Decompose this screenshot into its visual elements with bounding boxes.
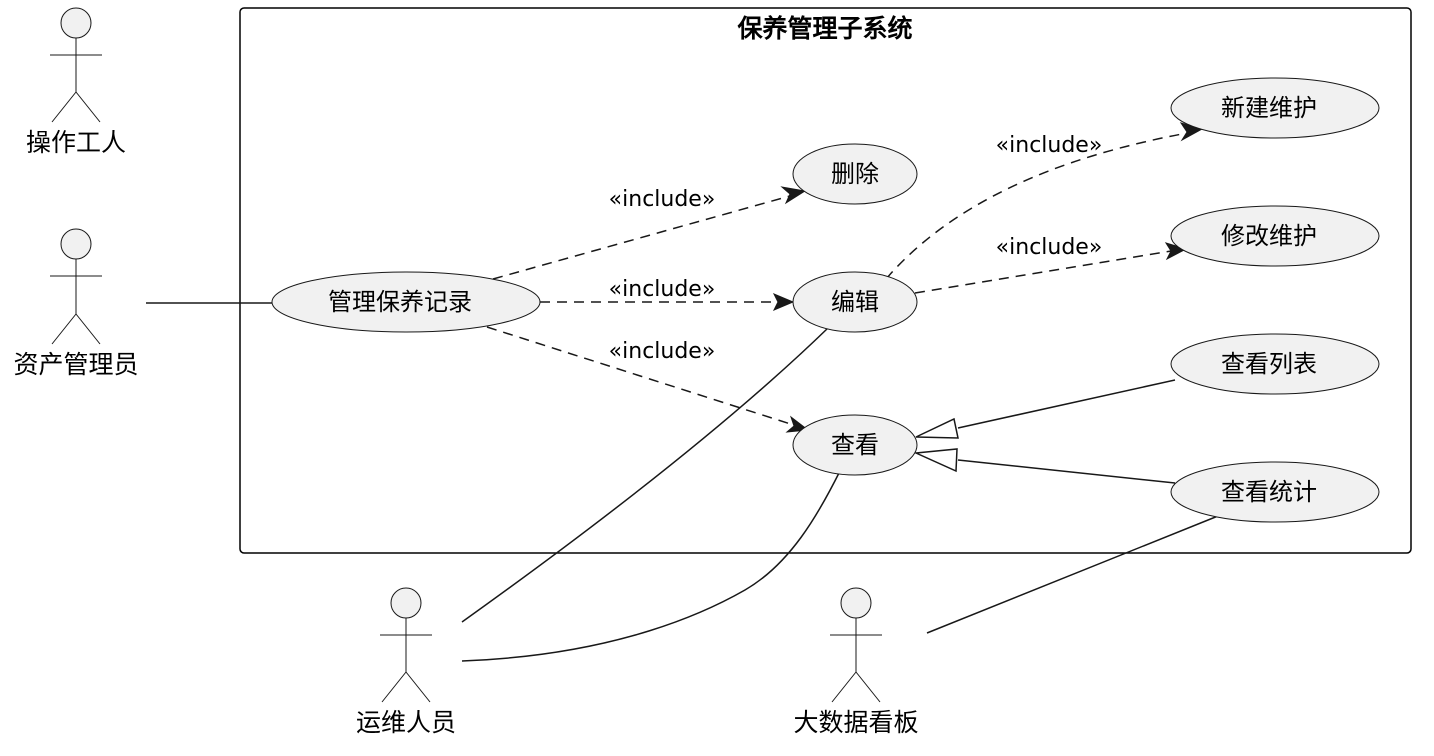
include-new-line: [885, 131, 1194, 280]
actor-label: 资产管理员: [13, 350, 138, 379]
actor-label: 运维人员: [356, 708, 456, 737]
use-case-view[interactable]: 查看: [792, 414, 918, 476]
gen-stats-view-line: [957, 459, 1176, 484]
use-case-label: 查看统计: [1221, 478, 1317, 506]
include-modify-arrowhead: [1164, 242, 1188, 261]
stereotype-include-modify: «include»: [996, 235, 1103, 260]
actor-operator[interactable]: 操作工人: [26, 7, 126, 157]
actor-head-icon: [60, 228, 92, 260]
use-case-label: 修改维护: [1221, 222, 1317, 250]
include-delete-arrowhead: [780, 186, 807, 205]
use-case-label: 删除: [831, 160, 879, 188]
use-case-edit[interactable]: 编辑: [792, 271, 918, 333]
assoc-ops-view: [461, 470, 841, 662]
gen-list-view-line: [957, 379, 1176, 429]
actor-head-icon: [840, 587, 872, 619]
system-title: 保养管理子系统: [736, 14, 912, 43]
use-case-label: 查看列表: [1221, 350, 1317, 378]
include-modify-line: [914, 249, 1178, 294]
stereotype-include-delete: «include»: [609, 187, 716, 212]
use-case-manage-records[interactable]: 管理保养记录: [271, 271, 541, 333]
actor-label: 大数据看板: [793, 708, 918, 737]
gen-list-view-triangle: [915, 417, 959, 439]
assoc-board-stats: [926, 515, 1219, 634]
actor-asset-manager[interactable]: 资产管理员: [13, 228, 139, 379]
include-delete-line: [492, 193, 798, 280]
actor-ops-staff[interactable]: 运维人员: [356, 587, 456, 737]
use-case-label: 查看: [831, 431, 879, 459]
assoc-ops-edit: [461, 327, 829, 623]
use-case-view-stats[interactable]: 查看统计: [1170, 461, 1380, 523]
include-view-line: [486, 326, 801, 428]
actor-head-icon: [60, 7, 92, 39]
system-boundary: [239, 7, 1412, 554]
use-case-delete[interactable]: 删除: [792, 143, 918, 205]
actor-bigdata-board[interactable]: 大数据看板: [793, 587, 919, 737]
use-case-label: 编辑: [831, 288, 879, 316]
use-case-label: 管理保养记录: [328, 288, 472, 316]
actor-label: 操作工人: [26, 128, 126, 157]
use-case-modify-maintenance[interactable]: 修改维护: [1170, 205, 1380, 267]
stereotype-include-new: «include»: [996, 133, 1103, 158]
gen-stats-view-triangle: [913, 448, 958, 473]
use-case-view-list[interactable]: 查看列表: [1170, 333, 1380, 395]
actor-head-icon: [390, 587, 422, 619]
use-case-new-maintenance[interactable]: 新建维护: [1170, 77, 1380, 139]
stereotype-include-edit: «include»: [609, 277, 716, 302]
include-edit-arrowhead: [772, 293, 795, 311]
use-case-label: 新建维护: [1221, 94, 1317, 122]
stereotype-include-view: «include»: [609, 339, 716, 364]
